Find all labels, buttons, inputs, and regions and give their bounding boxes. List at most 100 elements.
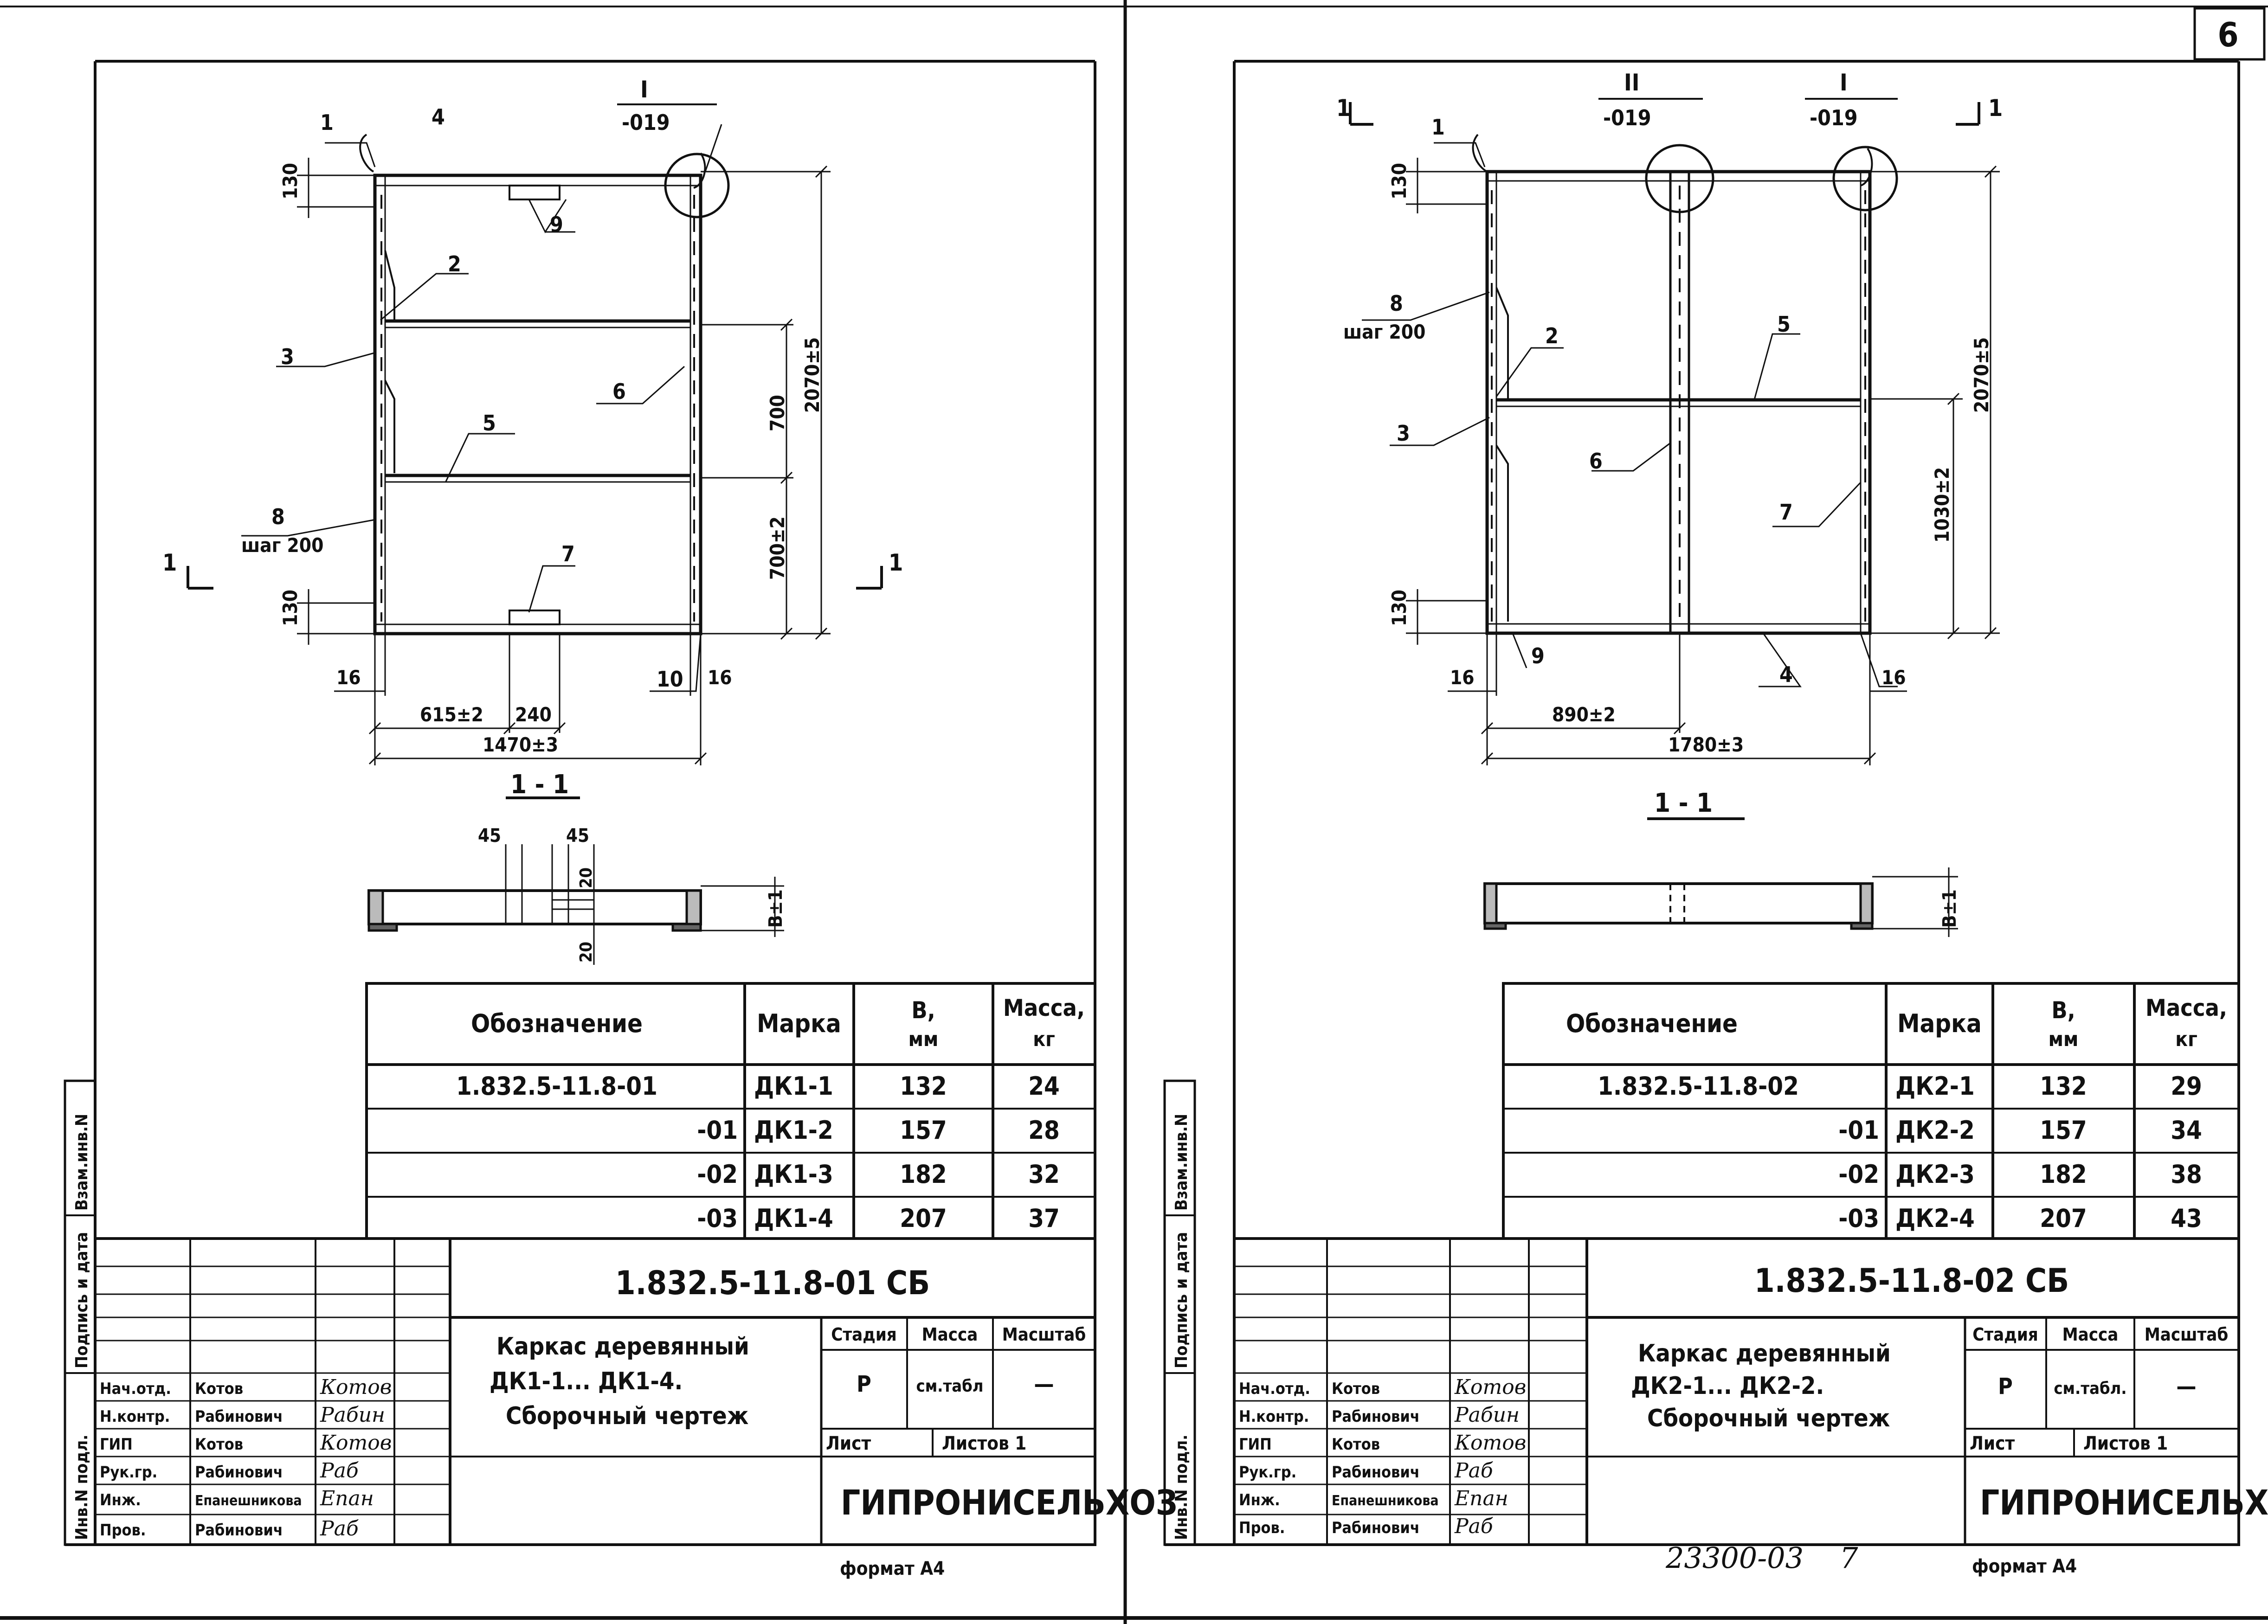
svg-text:2: 2 — [1545, 323, 1559, 348]
svg-text:—: — — [1034, 1371, 1054, 1397]
left-sheet: Инв.N подл. Подпись и дата Взам.инв.N — [64, 60, 1178, 1579]
svg-text:43: 43 — [2171, 1204, 2202, 1233]
svg-text:Рабинович: Рабинович — [1332, 1407, 1420, 1426]
svg-text:130: 130 — [279, 590, 302, 626]
svg-text:Лист: Лист — [1970, 1433, 2015, 1454]
svg-text:38: 38 — [2171, 1160, 2202, 1189]
left-section-view — [367, 844, 784, 965]
svg-text:ДК1-1: ДК1-1 — [754, 1072, 833, 1101]
svg-text:Инж.: Инж. — [100, 1491, 141, 1509]
svg-text:20: 20 — [577, 867, 596, 888]
left-table-row: -02 ДК1-3 182 32 — [697, 1160, 1060, 1189]
svg-text:Н.контр.: Н.контр. — [100, 1407, 170, 1426]
svg-text:мм: мм — [2049, 1027, 2079, 1051]
svg-text:16: 16 — [336, 666, 361, 689]
svg-text:5: 5 — [1777, 312, 1791, 337]
svg-text:Пров.: Пров. — [1239, 1519, 1285, 1537]
svg-text:1030±2: 1030±2 — [1931, 467, 1953, 543]
svg-text:см.табл.: см.табл. — [2054, 1379, 2126, 1398]
svg-text:1470±3: 1470±3 — [483, 733, 558, 756]
svg-text:Котов: Котов — [1332, 1380, 1380, 1398]
svg-text:Нач.отд.: Нач.отд. — [100, 1380, 171, 1398]
svg-text:В,: В, — [2051, 997, 2075, 1024]
svg-text:Рук.гр.: Рук.гр. — [1239, 1463, 1296, 1482]
right-table-row: -02 ДК2-3 182 38 — [1838, 1160, 2202, 1189]
svg-text:Обозначение: Обозначение — [471, 1009, 643, 1038]
svg-text:16: 16 — [1450, 666, 1475, 689]
svg-text:Масса: Масса — [922, 1324, 978, 1345]
svg-text:182: 182 — [900, 1160, 947, 1189]
svg-text:-019: -019 — [1810, 105, 1858, 130]
svg-text:Епан: Епан — [1454, 1487, 1508, 1510]
svg-text:ДК2-3: ДК2-3 — [1895, 1160, 1975, 1189]
svg-text:Стадия: Стадия — [831, 1324, 896, 1345]
svg-text:-01: -01 — [697, 1116, 738, 1145]
svg-text:ДК1-1... ДК1-4.: ДК1-1... ДК1-4. — [490, 1367, 683, 1395]
svg-text:Инж.: Инж. — [1239, 1491, 1280, 1509]
svg-text:130: 130 — [1388, 163, 1411, 199]
svg-text:1 - 1: 1 - 1 — [1654, 788, 1713, 818]
svg-text:1.832.5-11.8-02: 1.832.5-11.8-02 — [1598, 1072, 1799, 1101]
svg-text:Подпись и дата: Подпись и дата — [1172, 1232, 1191, 1368]
svg-text:-03: -03 — [1838, 1204, 1879, 1233]
svg-text:Котов: Котов — [195, 1435, 243, 1454]
svg-text:Котов: Котов — [320, 1431, 392, 1455]
svg-text:Епанешникова: Епанешникова — [1332, 1493, 1439, 1509]
svg-text:6: 6 — [612, 379, 626, 404]
svg-text:Котов: Котов — [320, 1375, 392, 1399]
svg-text:Раб: Раб — [1454, 1515, 1493, 1538]
svg-text:Р: Р — [857, 1371, 871, 1397]
svg-text:-03: -03 — [697, 1204, 738, 1233]
handwritten-archive-number: 23300-03 — [1665, 1541, 1804, 1575]
right-section-view — [1483, 867, 1958, 937]
right-signatures: Котов Рабин Котов Раб Епан Раб — [1454, 1375, 1526, 1538]
svg-text:1: 1 — [1336, 95, 1351, 122]
svg-text:29: 29 — [2171, 1072, 2202, 1101]
svg-text:8: 8 — [271, 504, 285, 529]
svg-text:I: I — [640, 76, 648, 103]
left-signatures: Котов Рабин Котов Раб Епан Раб — [320, 1375, 392, 1541]
svg-text:1.832.5-11.8-01 СБ: 1.832.5-11.8-01 СБ — [615, 1264, 930, 1302]
right-table-row: -03 ДК2-4 207 43 — [1838, 1204, 2202, 1233]
svg-text:Р: Р — [1998, 1374, 2013, 1399]
svg-text:Рабин: Рабин — [1454, 1403, 1520, 1427]
svg-text:кг: кг — [2175, 1027, 2197, 1051]
svg-text:24: 24 — [1028, 1072, 1060, 1101]
svg-text:700: 700 — [766, 395, 789, 431]
svg-text:Котов: Котов — [1454, 1431, 1526, 1455]
svg-text:B±1: B±1 — [1939, 889, 1960, 928]
svg-text:Рабинович: Рабинович — [1332, 1463, 1420, 1482]
svg-text:Инв.N подл.: Инв.N подл. — [72, 1435, 91, 1540]
left-table-row: -01 ДК1-2 157 28 — [697, 1116, 1060, 1145]
svg-text:-019: -019 — [1603, 105, 1651, 130]
svg-text:Рук.гр.: Рук.гр. — [100, 1463, 157, 1482]
svg-text:Взам.инв.N: Взам.инв.N — [72, 1114, 91, 1211]
svg-text:Нач.отд.: Нач.отд. — [1239, 1380, 1310, 1398]
svg-text:II: II — [1624, 69, 1639, 96]
svg-text:16: 16 — [1881, 666, 1906, 689]
svg-text:Листов 1: Листов 1 — [2083, 1433, 2168, 1454]
svg-text:Каркас деревянный: Каркас деревянный — [496, 1333, 749, 1361]
svg-text:1: 1 — [162, 549, 177, 576]
svg-text:ДК2-1... ДК2-2.: ДК2-1... ДК2-2. — [1631, 1372, 1824, 1400]
handwritten-page-number: 7 — [1840, 1541, 1858, 1575]
svg-text:ДК2-4: ДК2-4 — [1895, 1204, 1975, 1233]
left-labels: 1 4 9 2 3 6 5 8 шаг 200 7 10 I -019 1 1 … — [162, 76, 903, 963]
svg-text:I: I — [1840, 69, 1848, 96]
svg-text:132: 132 — [900, 1072, 947, 1101]
svg-text:ГИП: ГИП — [1239, 1435, 1272, 1454]
svg-text:Рабинович: Рабинович — [1332, 1519, 1420, 1537]
right-table-row: -01 ДК2-2 157 34 — [1838, 1116, 2202, 1145]
svg-text:1: 1 — [320, 110, 334, 135]
svg-text:Рабин: Рабин — [320, 1403, 385, 1427]
svg-text:615±2: 615±2 — [420, 703, 483, 726]
svg-text:ГИПРОНИСЕЛЬХОЗ: ГИПРОНИСЕЛЬХОЗ — [1980, 1483, 2268, 1523]
left-title-block: 1.832.5-11.8-01 СБ Каркас деревянный ДК1… — [94, 1237, 1178, 1546]
svg-text:Рабинович: Рабинович — [195, 1521, 283, 1540]
svg-text:Листов 1: Листов 1 — [942, 1433, 1026, 1454]
svg-text:Сборочный чертеж: Сборочный чертеж — [506, 1402, 748, 1430]
svg-text:ДК1-4: ДК1-4 — [754, 1204, 833, 1233]
svg-text:Епанешникова: Епанешникова — [195, 1493, 302, 1509]
svg-text:Масштаб: Масштаб — [1002, 1324, 1086, 1345]
svg-text:20: 20 — [577, 942, 596, 963]
